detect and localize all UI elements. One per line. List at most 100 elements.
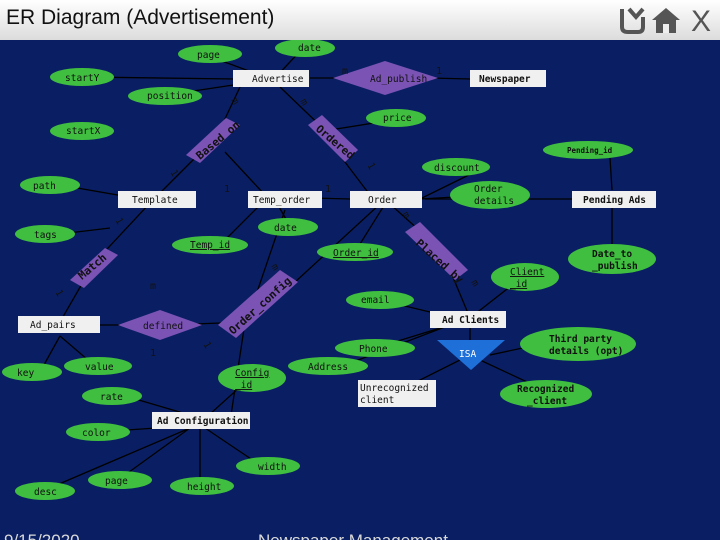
- svg-text:page: page: [197, 50, 220, 61]
- svg-text:Date_to: Date_to: [592, 249, 632, 260]
- svg-text:Unrecognized: Unrecognized: [360, 383, 429, 394]
- svg-text:value: value: [85, 362, 114, 373]
- svg-text:Advertise: Advertise: [252, 74, 304, 85]
- svg-text:m: m: [297, 97, 310, 108]
- svg-text:Temp_id: Temp_id: [190, 240, 230, 251]
- svg-text:Address: Address: [308, 362, 348, 373]
- svg-text:rate: rate: [100, 392, 123, 403]
- svg-text:defined: defined: [143, 321, 183, 332]
- svg-text:Based on: Based on: [194, 118, 243, 162]
- svg-text:path: path: [33, 181, 56, 192]
- svg-text:_publish: _publish: [592, 261, 638, 272]
- svg-text:details (opt): details (opt): [549, 346, 623, 357]
- attr-value: value: [64, 357, 132, 375]
- svg-text:discount: discount: [434, 163, 480, 174]
- svg-text:Order_id: Order_id: [333, 248, 379, 259]
- attr-third-party: Third party details (opt): [520, 327, 636, 361]
- attributes: date page startY position startX price P…: [2, 40, 656, 500]
- svg-text:1: 1: [112, 216, 125, 227]
- svg-text:desc: desc: [34, 487, 57, 498]
- entity-ad-clients: Ad Clients: [430, 311, 506, 328]
- entities: Advertise Newspaper Template Temp_order …: [18, 70, 656, 429]
- back-arrow-icon[interactable]: [616, 5, 646, 35]
- attr-config-id: Config _id: [218, 364, 286, 392]
- svg-text:1: 1: [150, 348, 156, 359]
- svg-text:Phone: Phone: [359, 344, 388, 355]
- svg-text:details: details: [474, 196, 514, 207]
- svg-text:1: 1: [52, 288, 65, 299]
- attr-rate: rate: [82, 387, 142, 405]
- attr-width: width: [236, 457, 300, 475]
- svg-text:Order: Order: [368, 195, 397, 206]
- attr-key: key: [2, 363, 62, 381]
- svg-text:Ad Clients: Ad Clients: [442, 315, 499, 326]
- entity-advertise: Advertise: [233, 70, 309, 87]
- svg-text:price: price: [383, 113, 412, 124]
- svg-text:m: m: [468, 278, 481, 289]
- attr-desc: desc: [15, 482, 75, 500]
- home-icon[interactable]: [650, 5, 682, 35]
- svg-text:Config: Config: [235, 368, 269, 379]
- footer-date: 9/15/2020: [4, 531, 80, 540]
- attr-page-top: page: [178, 45, 242, 63]
- entity-ad-pairs: Ad_pairs: [18, 316, 100, 333]
- isa-triangle: ISA: [437, 340, 505, 370]
- rel-placed-by: Placed by: [405, 222, 468, 286]
- svg-text:Template: Template: [132, 195, 178, 206]
- er-diagram: date page startY position startX price P…: [2, 40, 656, 540]
- svg-text:Client: Client: [510, 267, 544, 278]
- entity-ad-configuration: Ad Configuration: [152, 412, 250, 429]
- attr-phone: Phone: [335, 339, 415, 357]
- entity-newspaper: Newspaper: [470, 70, 546, 87]
- rel-ad-publish: Ad_publish: [333, 61, 438, 95]
- svg-text:1: 1: [325, 184, 331, 195]
- entity-order: Order: [350, 191, 422, 208]
- svg-text:_client: _client: [527, 396, 567, 407]
- svg-text:key: key: [17, 368, 34, 379]
- svg-text:page: page: [105, 476, 128, 487]
- close-label: X: [691, 5, 711, 36]
- rel-ordered: Ordered: [308, 115, 358, 162]
- svg-text:Ad_pairs: Ad_pairs: [30, 320, 76, 331]
- svg-text:1: 1: [167, 168, 180, 179]
- attr-temp-id: Temp_id: [172, 236, 248, 254]
- attr-recognized-client: Recognized _client: [500, 380, 592, 408]
- rel-defined: defined: [118, 310, 202, 340]
- attr-startY: startY: [50, 68, 114, 86]
- svg-text:width: width: [258, 462, 287, 473]
- attr-pending-id: Pending_id: [543, 141, 633, 159]
- svg-text:ISA: ISA: [459, 349, 476, 360]
- attr-startX: startX: [50, 122, 114, 140]
- attr-date-mid: date: [258, 218, 318, 236]
- svg-text:position: position: [147, 91, 193, 102]
- svg-text:client: client: [360, 395, 394, 406]
- attr-position: position: [128, 87, 202, 105]
- rel-based-on: Based on: [186, 118, 243, 163]
- rel-order-config: Order_config: [218, 270, 298, 338]
- close-icon[interactable]: X: [688, 4, 718, 36]
- footer: 9/15/2020 Newspaper Management: [4, 531, 448, 540]
- rel-match: Match: [70, 248, 118, 288]
- svg-text:Order: Order: [474, 184, 503, 195]
- svg-text:startY: startY: [65, 73, 100, 84]
- attr-discount: discount: [422, 158, 490, 176]
- svg-text:Temp_order: Temp_order: [253, 195, 310, 206]
- attr-client-id: Client _id: [491, 263, 559, 291]
- attr-price: price: [366, 109, 426, 127]
- svg-text:height: height: [187, 482, 221, 493]
- svg-text:m: m: [399, 210, 412, 221]
- entity-unrecognized-client: Unrecognized client: [358, 380, 436, 407]
- svg-text:1: 1: [224, 184, 230, 195]
- svg-text:m: m: [228, 96, 241, 107]
- attr-page-bottom: page: [88, 471, 152, 489]
- svg-text:Third party: Third party: [549, 334, 612, 345]
- attr-path: path: [20, 176, 80, 194]
- footer-subject: Newspaper Management: [258, 531, 448, 540]
- attr-order-details: Order details: [450, 181, 530, 209]
- cardinalities: m 1 m 1 m 1 1 1 m 1 m 1 m 1 1 m: [52, 66, 481, 359]
- svg-text:Ad_publish: Ad_publish: [370, 74, 427, 85]
- attr-email: email: [346, 291, 414, 309]
- svg-text:m: m: [342, 66, 348, 77]
- page-title: ER Diagram (Advertisement): [6, 6, 275, 29]
- svg-text:Pending Ads: Pending Ads: [583, 195, 646, 206]
